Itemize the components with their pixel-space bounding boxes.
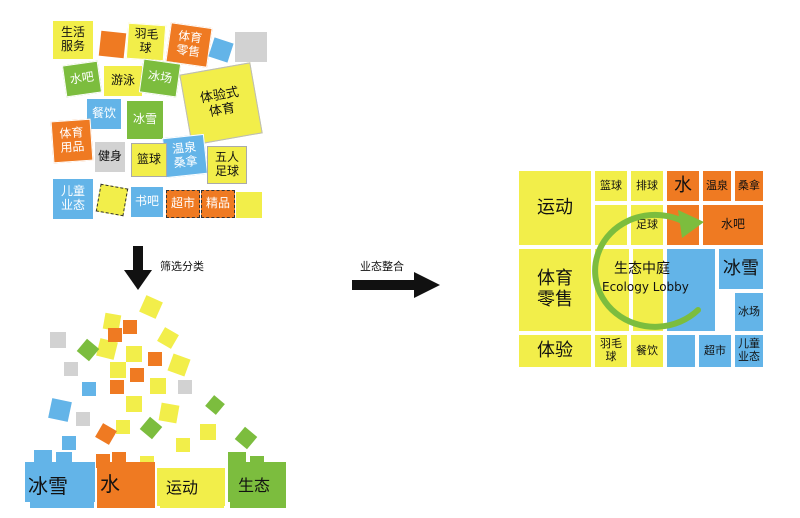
zone-bingxue: 冰雪 [718, 248, 764, 290]
blue-square [208, 37, 234, 63]
group-bar-shui [97, 462, 155, 502]
group-label-yundong: 运动 [166, 478, 199, 497]
group-label-shengtai: 生态 [238, 476, 271, 495]
group-bar-bingxue [25, 462, 95, 502]
right-arrow-icon [352, 272, 440, 298]
tag-chaoshi: 超市 [166, 190, 200, 218]
tag-canyin: 餐饮 [86, 98, 122, 130]
orange-square [98, 30, 127, 59]
group-bar-yundong [157, 468, 225, 506]
tag-tiyanshi-tiyu: 体验式 体育 [179, 62, 263, 146]
ecology-loop-icon [592, 210, 704, 330]
zone-lanqiu: 篮球 [594, 170, 628, 202]
zone-yumaoqiu: 羽毛 球 [594, 334, 628, 368]
yellow-square-small [236, 192, 262, 218]
group-bar-shengtai [228, 462, 286, 502]
center-label-en: Ecology Lobby [602, 280, 689, 294]
tag-lanqiu: 篮球 [131, 143, 167, 177]
tag-yumaoqiu: 羽毛 球 [125, 22, 167, 62]
center-label-cn: 生态中庭 [614, 261, 670, 277]
tag-shenghuo-fuwu: 生活 服务 [52, 20, 94, 60]
group-label-bingxue: 冰雪 [28, 474, 68, 498]
zone-zuqiu: 足球 [630, 204, 664, 246]
zone-shui: 水 [666, 170, 700, 202]
step1-label: 筛选分类 [160, 260, 204, 273]
tag-jianshen: 健身 [94, 141, 126, 173]
zone-canyin: 餐饮 [630, 334, 664, 368]
tag-bingchang: 冰场 [138, 58, 182, 98]
tag-bingxue: 冰雪 [126, 100, 164, 140]
zone-ertong-yetai: 儿童 业态 [734, 334, 764, 368]
zone-yundong: 运动 [518, 170, 592, 246]
tag-shuiba: 水吧 [61, 60, 103, 98]
gray-square [235, 32, 267, 62]
tag-jingpin: 精品 [201, 190, 235, 218]
tag-wenquan-sangna: 温泉 桑拿 [162, 133, 208, 179]
zone-wenquan: 温泉 [702, 170, 732, 202]
tag-wuren-zuqiu: 五人 足球 [207, 146, 247, 184]
tag-tiyu-yongpin: 体育 用品 [50, 118, 94, 164]
zone-tiyan: 体验 [518, 334, 592, 368]
tag-tiyu-lingshou: 体育 零售 [165, 22, 213, 68]
zone-paiqiu: 排球 [630, 170, 664, 202]
dashed-yellow-square [95, 183, 129, 217]
step2-label: 业态整合 [360, 260, 404, 273]
zone-bingchang: 冰场 [734, 292, 764, 332]
group-label-shui: 水 [100, 472, 120, 496]
tag-ertong-yetai: 儿童 业态 [52, 178, 94, 220]
zone-shuiba: 水吧 [702, 204, 764, 246]
zone-chaoshi: 超市 [698, 334, 732, 368]
zone-tiyu-lingshou: 体育 零售 [518, 248, 592, 332]
down-arrow-icon [124, 246, 152, 290]
tag-youyong: 游泳 [103, 65, 143, 97]
tag-shuba: 书吧 [130, 186, 164, 218]
zone-sangna: 桑拿 [734, 170, 764, 202]
